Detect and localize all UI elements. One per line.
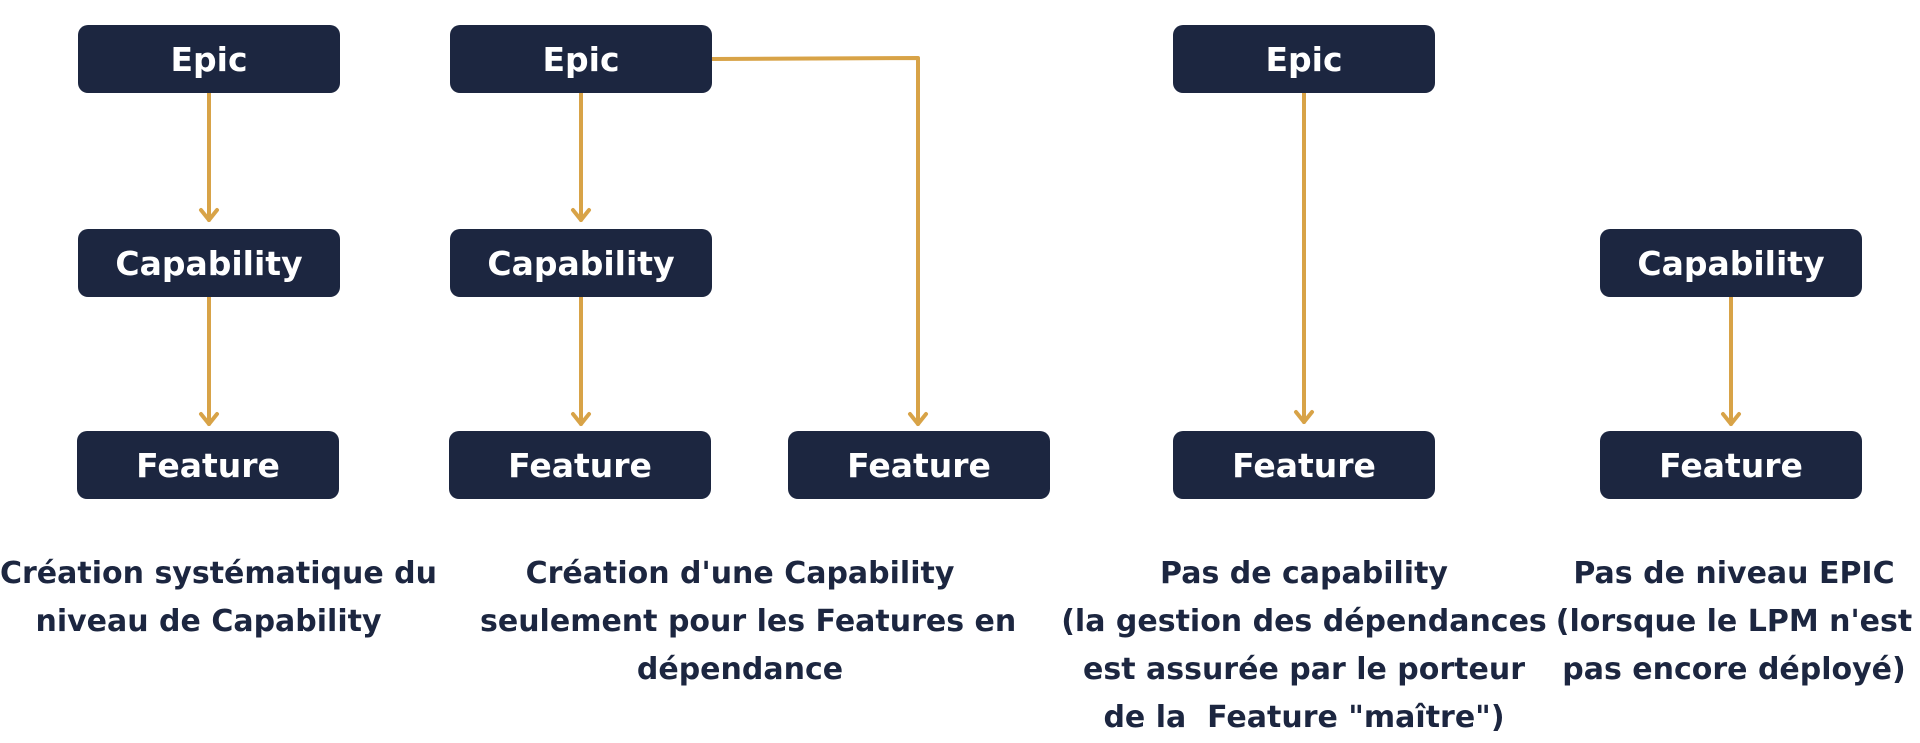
d4-arrowhead-capability-feature	[1721, 412, 1741, 426]
d2-feature-node: Feature	[449, 431, 711, 499]
d2-arrowhead-capability-feature	[571, 412, 591, 426]
d1-caption: Création systématique du niveau de Capab…	[0, 556, 437, 639]
d2-feature-2-node: Feature	[788, 431, 1050, 499]
d3-arrowhead-epic-feature	[1294, 410, 1314, 424]
d1-epic-node: Epic	[78, 25, 340, 93]
d1-feature-node: Feature	[77, 431, 339, 499]
d2-capability-node: Capability	[450, 229, 712, 297]
d2-caption: Création d'une Capability seulement pour…	[480, 556, 1017, 687]
d3-epic-node: Epic	[1173, 25, 1435, 93]
d1-arrowhead-capability-feature	[199, 412, 219, 426]
d1-arrowhead-epic-capability	[199, 208, 219, 222]
d4-capability-node: Capability	[1600, 229, 1862, 297]
d3-caption: Pas de capability (la gestion des dépend…	[1061, 556, 1547, 735]
d2-arrowhead-epic-feature-2	[908, 412, 928, 426]
d2-epic-node: Epic	[450, 25, 712, 93]
d3-feature-node: Feature	[1173, 431, 1435, 499]
d2-arrow-epic-feature-2	[710, 56, 920, 426]
d4-caption: Pas de niveau EPIC (lorsque le LPM n'est…	[1555, 556, 1913, 687]
d2-arrowhead-epic-capability	[571, 208, 591, 222]
d4-feature-node: Feature	[1600, 431, 1862, 499]
d1-capability-node: Capability	[78, 229, 340, 297]
